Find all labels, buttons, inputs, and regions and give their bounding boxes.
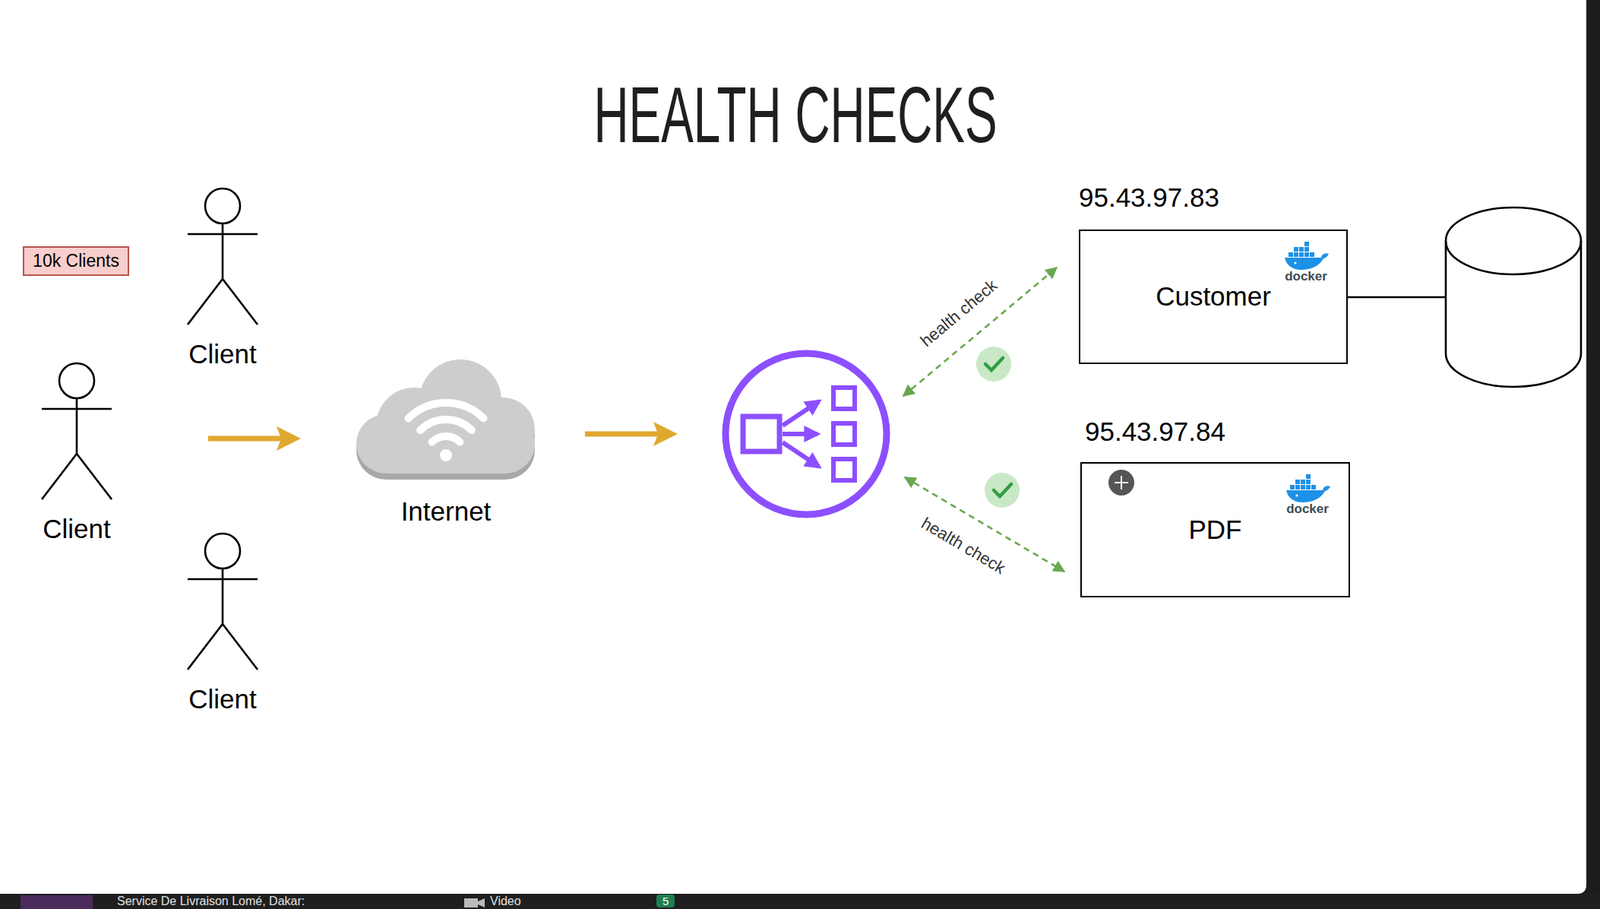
client-actor: Client <box>177 188 269 370</box>
service-container: 95.43.97.83Customer <box>1078 229 1348 364</box>
client-actor: Client <box>177 533 269 715</box>
database-cylinder <box>1445 207 1582 387</box>
move-handle <box>1108 469 1135 496</box>
thumbnail <box>20 894 93 909</box>
actor-label: Client <box>42 513 111 544</box>
count-badge: 10k Clients <box>22 246 130 276</box>
logo-text: docker <box>1284 268 1328 285</box>
window-title: Service De Livraison Lomé, Dakar: <box>116 894 305 908</box>
video-icon <box>464 898 485 908</box>
taskbar <box>0 893 1600 909</box>
diagram-title: HEALTH CHECKS <box>302 75 1289 155</box>
load-balancer-icon <box>725 353 887 515</box>
internet-cloud: Internet <box>357 359 536 527</box>
actor-label: Client <box>188 683 257 715</box>
docker-logo <box>1284 241 1329 270</box>
slide-ground <box>0 0 1587 894</box>
cloud-label: Internet <box>401 496 492 527</box>
ip-address: 95.43.97.83 <box>1078 182 1220 213</box>
ip-address: 95.43.97.84 <box>1084 416 1226 447</box>
service-name: PDF <box>1188 514 1243 545</box>
cloud-shape <box>356 359 535 474</box>
docker-logo <box>1286 474 1331 503</box>
db-link <box>1347 296 1446 299</box>
wifi-symbol <box>408 402 484 443</box>
badge-text: 10k Clients <box>32 250 120 271</box>
service-name: Customer <box>1155 281 1272 312</box>
wifi-dot <box>439 449 453 462</box>
actor-label: Client <box>188 338 257 370</box>
client-actor: Client <box>31 363 123 544</box>
check-marks <box>976 346 1020 508</box>
service-container: 95.43.97.84PDF <box>1080 461 1351 598</box>
count-badge: 5 <box>656 894 675 908</box>
logo-text: docker <box>1286 501 1329 517</box>
window-text: Video <box>490 894 522 908</box>
